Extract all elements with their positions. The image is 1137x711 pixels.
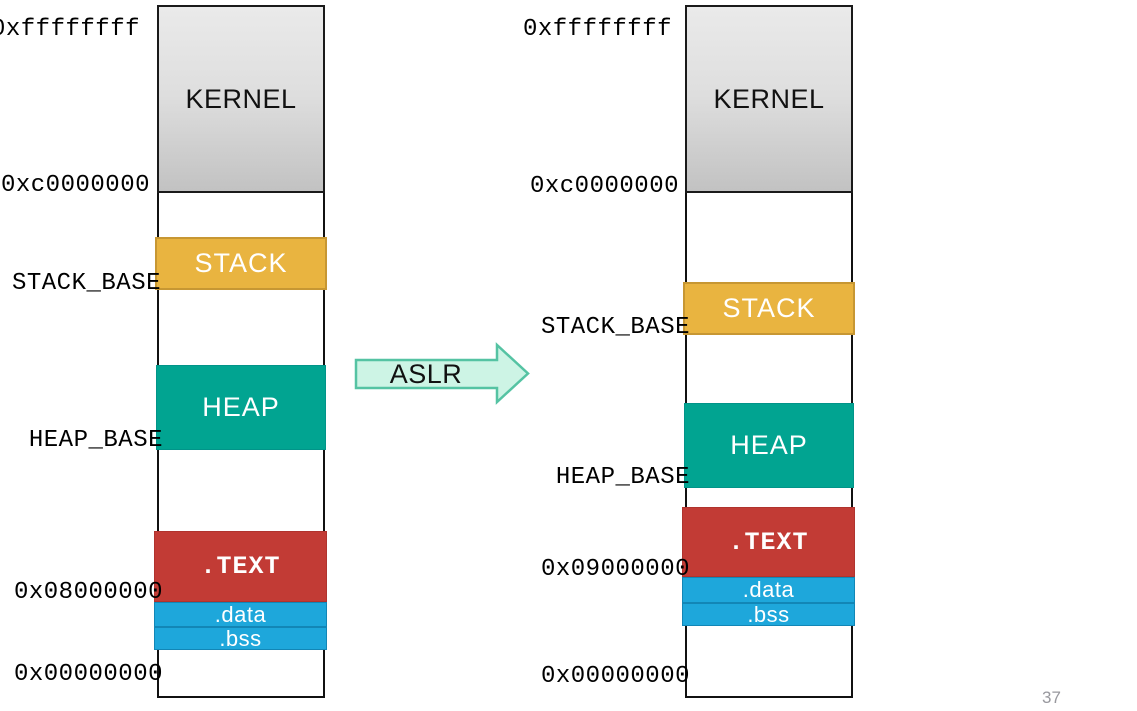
aslr-arrow-polygon <box>354 342 530 405</box>
address-label-bottom: 0x00000000 <box>540 663 690 690</box>
heap-segment-label: HEAP <box>202 392 280 422</box>
address-label-text-base: 0x09000000 <box>540 556 690 583</box>
text-segment-label: .TEXT <box>728 527 809 557</box>
stack-segment: STACK <box>155 237 327 290</box>
kernel-segment: KERNEL <box>157 5 325 193</box>
aslr-arrow-shape <box>354 342 530 405</box>
heap-segment-label: HEAP <box>730 430 808 460</box>
address-label-top: 0xffffffff <box>522 16 672 43</box>
bss-segment: .bss <box>154 625 327 651</box>
address-label-bottom: 0x00000000 <box>13 661 163 688</box>
address-label-top: 0xffffffff <box>0 16 140 43</box>
data-segment-label: .data <box>742 577 795 602</box>
text-segment-label: .TEXT <box>200 552 281 581</box>
aslr-arrow-label: ASLR <box>389 359 463 389</box>
kernel-segment: KERNEL <box>685 5 853 193</box>
heap-segment: HEAP <box>684 403 854 488</box>
stack-segment: STACK <box>683 282 855 335</box>
heap-base-label: HEAP_BASE <box>28 427 163 454</box>
page-number: 37 <box>1042 688 1061 707</box>
stack-segment-label: STACK <box>722 293 816 323</box>
bss-segment-label: .bss <box>747 601 790 627</box>
address-label-kernel-base: 0xc0000000 <box>0 172 150 199</box>
kernel-segment-label: KERNEL <box>185 83 297 114</box>
stack-base-label: STACK_BASE <box>540 314 690 341</box>
text-segment: .TEXT <box>154 531 327 602</box>
bss-segment-label: .bss <box>219 625 262 651</box>
bss-segment: .bss <box>682 601 855 627</box>
heap-base-label: HEAP_BASE <box>555 464 690 491</box>
data-segment: .data <box>154 602 327 627</box>
address-label-text-base: 0x08000000 <box>13 579 163 606</box>
heap-segment: HEAP <box>156 365 326 450</box>
data-segment: .data <box>682 577 855 603</box>
stack-segment-label: STACK <box>194 248 288 278</box>
stack-base-label: STACK_BASE <box>11 270 161 297</box>
address-label-kernel-base: 0xc0000000 <box>529 173 679 200</box>
data-segment-label: .data <box>214 601 267 627</box>
kernel-segment-label: KERNEL <box>713 83 825 114</box>
text-segment: .TEXT <box>682 507 855 577</box>
